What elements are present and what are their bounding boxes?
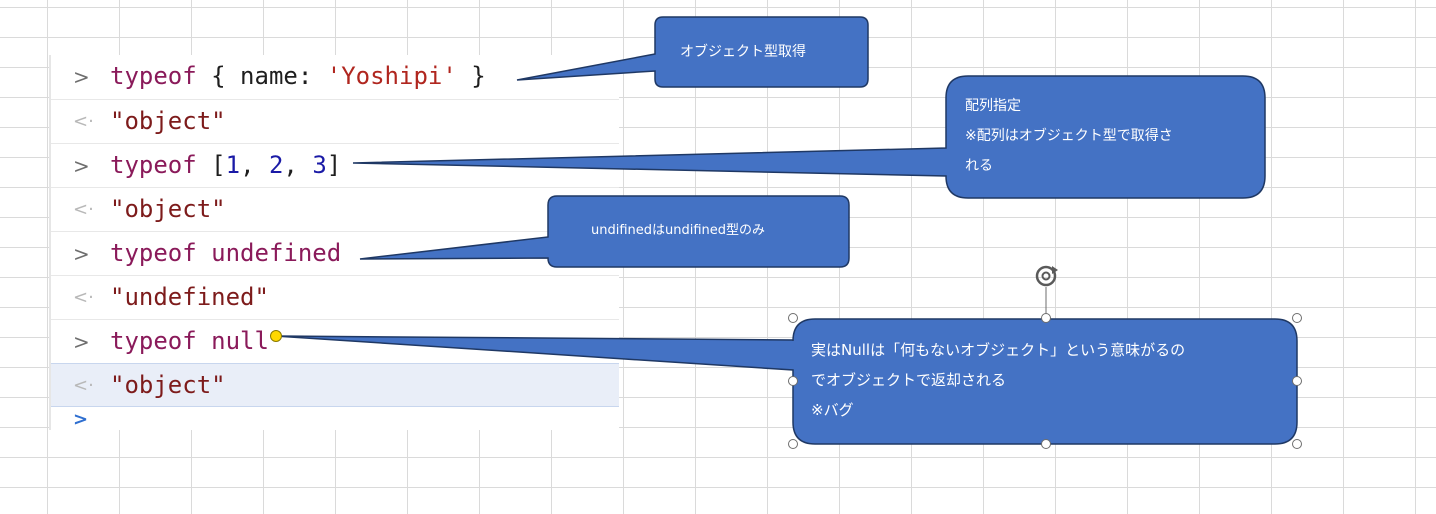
keyword-token: typeof bbox=[110, 327, 197, 355]
console-row-output-selected[interactable]: <· "object" bbox=[51, 363, 619, 407]
callout-null-type-line2: でオブジェクトで返却される bbox=[811, 371, 1007, 389]
callout-array-type[interactable] bbox=[352, 75, 1266, 199]
code-token: ] bbox=[326, 151, 342, 179]
keyword-token: null bbox=[211, 327, 269, 355]
console-row-output: <· "undefined" bbox=[51, 275, 619, 319]
callout-null-type-line1: 実はNullは「何もないオブジェクト」という意味がるの bbox=[811, 341, 1186, 359]
code-token: , bbox=[240, 151, 269, 179]
number-token: 3 bbox=[312, 151, 327, 179]
resize-handle-top-left[interactable] bbox=[788, 313, 798, 323]
console-row-input: > typeof undefined bbox=[51, 231, 619, 275]
input-chevron-icon: > bbox=[73, 65, 90, 89]
keyword-token: typeof bbox=[110, 239, 197, 267]
resize-handle-top-right[interactable] bbox=[1292, 313, 1302, 323]
output-arrow-icon: <· bbox=[73, 111, 94, 132]
console-input-text[interactable]: typeof [1, 2, 3] bbox=[110, 151, 341, 179]
callout-array-type-line1: 配列指定 bbox=[965, 98, 1021, 114]
console-input-text[interactable]: typeof undefined bbox=[110, 239, 341, 267]
callout-null-type-line3: ※バグ bbox=[811, 401, 854, 419]
number-token: 1 bbox=[225, 151, 241, 179]
callout-pointer-adjust-handle[interactable] bbox=[270, 330, 282, 342]
console-row-input: > typeof { name: 'Yoshipi' } bbox=[51, 55, 619, 99]
console-prompt[interactable]: > bbox=[51, 407, 619, 430]
console-row-output: <· "object" bbox=[51, 187, 619, 231]
string-token: 'Yoshipi' bbox=[326, 62, 457, 90]
console-row-input: > typeof [1, 2, 3] bbox=[51, 143, 619, 187]
keyword-token: typeof bbox=[110, 62, 197, 90]
console-input-text[interactable]: typeof null bbox=[110, 327, 269, 355]
input-chevron-icon: > bbox=[73, 242, 90, 266]
callout-undefined-type-text: undifinedはundifined型のみ bbox=[591, 223, 766, 238]
callout-object-type-text: オブジェクト型取得 bbox=[680, 44, 806, 60]
console-output-text[interactable]: "undefined" bbox=[110, 283, 269, 311]
keyword-token: undefined bbox=[211, 239, 342, 267]
console-output-text[interactable]: "object" bbox=[110, 371, 226, 399]
input-chevron-icon: > bbox=[73, 330, 90, 354]
callout-array-type-line3: れる bbox=[965, 158, 993, 174]
number-token: 2 bbox=[268, 151, 284, 179]
code-token: { name: bbox=[196, 62, 327, 90]
console-output-text[interactable]: "object" bbox=[110, 195, 226, 223]
output-arrow-icon: <· bbox=[73, 199, 94, 220]
keyword-token: typeof bbox=[110, 151, 197, 179]
output-arrow-icon: <· bbox=[73, 287, 94, 308]
callout-null-type[interactable] bbox=[274, 318, 1298, 445]
callout-array-type-line2: ※配列はオブジェクト型で取得さ bbox=[965, 128, 1173, 144]
resize-handle-bottom-left[interactable] bbox=[788, 439, 798, 449]
resize-handle-right[interactable] bbox=[1292, 376, 1302, 386]
resize-handle-bottom[interactable] bbox=[1041, 439, 1051, 449]
resize-handle-bottom-right[interactable] bbox=[1292, 439, 1302, 449]
resize-handle-left[interactable] bbox=[788, 376, 798, 386]
rotate-handle-icon[interactable] bbox=[1035, 265, 1058, 287]
console-output-text[interactable]: "object" bbox=[110, 107, 226, 135]
console-input-text[interactable]: typeof { name: 'Yoshipi' } bbox=[110, 62, 486, 90]
code-token: , bbox=[283, 151, 313, 179]
code-token: [ bbox=[196, 151, 226, 179]
callout-object-type[interactable] bbox=[516, 16, 869, 88]
resize-handle-top[interactable] bbox=[1041, 313, 1051, 323]
console-row-output: <· "object" bbox=[51, 99, 619, 143]
console-row-input: > typeof null bbox=[51, 319, 619, 363]
code-token: } bbox=[456, 62, 486, 90]
output-arrow-icon: <· bbox=[73, 375, 94, 396]
prompt-chevron-icon: > bbox=[73, 409, 89, 430]
input-chevron-icon: > bbox=[73, 154, 90, 178]
callout-undefined-type[interactable] bbox=[359, 195, 850, 268]
